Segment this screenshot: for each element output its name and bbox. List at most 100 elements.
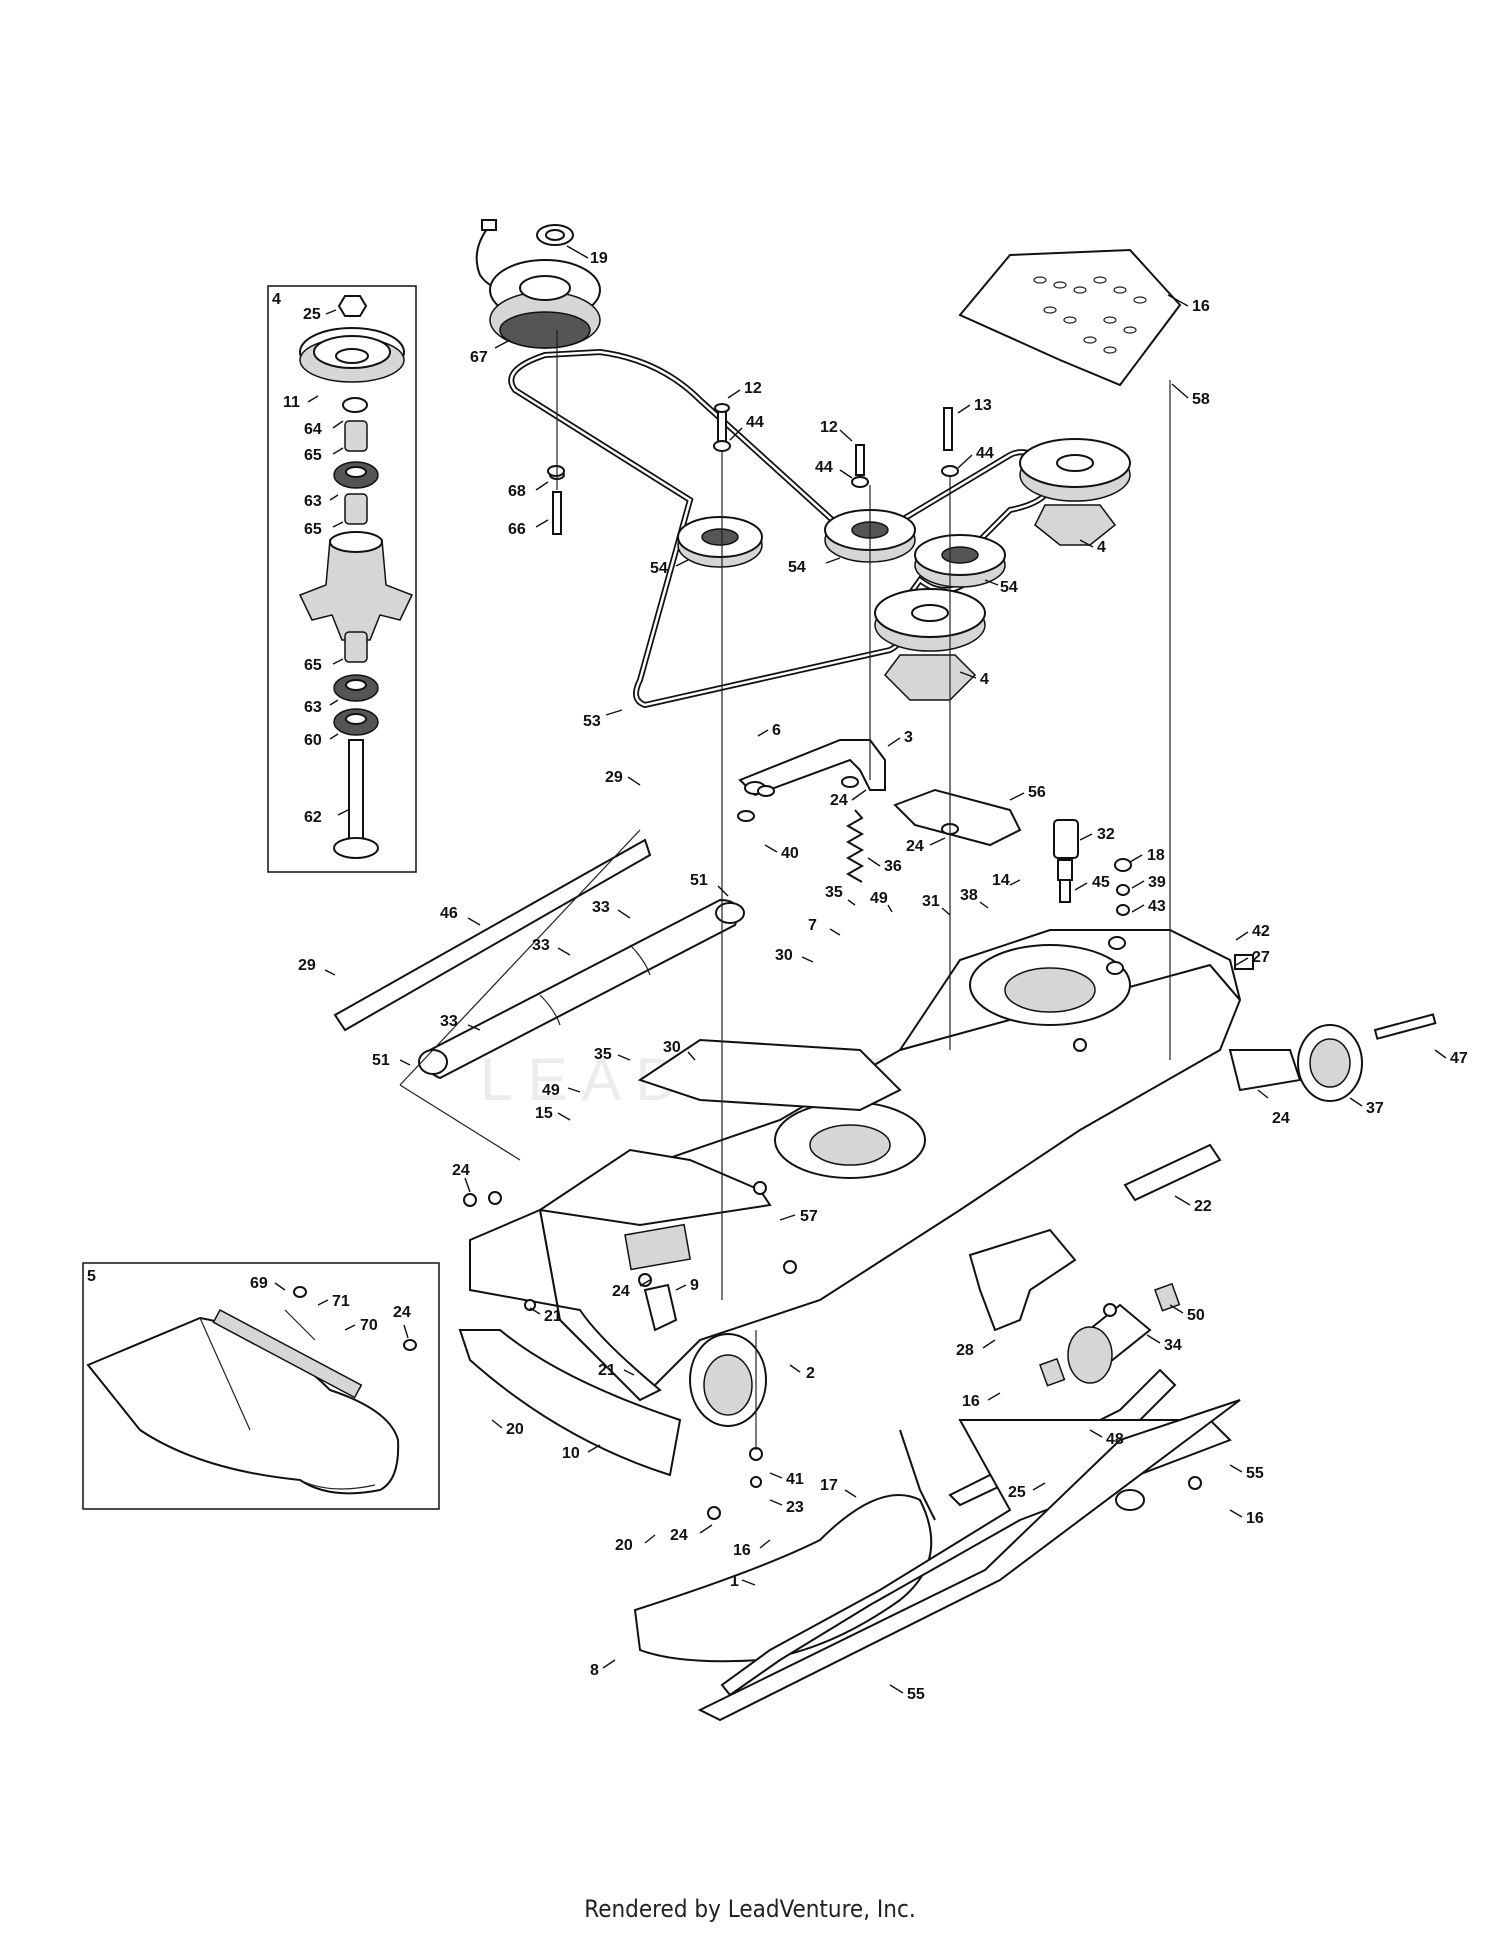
- callout-29b: 29: [298, 957, 316, 974]
- spindle-assembly-right-part: [1019, 438, 1131, 546]
- callout-29: 29: [605, 769, 623, 786]
- callout-31: 31: [922, 893, 940, 910]
- callout-7: 7: [808, 917, 817, 934]
- callout-69: 69: [250, 1275, 268, 1292]
- callout-62: 62: [304, 809, 322, 826]
- idler-pulley-left-part: [677, 516, 763, 568]
- footer-attribution: Rendered by LeadVenture, Inc.: [584, 1895, 916, 1923]
- spindle-shaft-part: [348, 739, 364, 841]
- callout-25: 25: [303, 306, 321, 323]
- callout-24d: 24: [452, 1162, 470, 1179]
- callout-34: 34: [1164, 1337, 1182, 1354]
- callout-54c: 54: [1000, 579, 1018, 596]
- callout-54: 54: [650, 560, 668, 577]
- callout-12: 12: [744, 380, 762, 397]
- callout-41: 41: [786, 1471, 804, 1488]
- callout-25b: 25: [1008, 1484, 1026, 1501]
- callout-42: 42: [1252, 923, 1270, 940]
- callout-24e: 24: [393, 1304, 411, 1321]
- mower-deck-housing-part: [469, 929, 1242, 1402]
- callout-19: 19: [590, 250, 608, 267]
- callout-16d: 16: [1246, 1510, 1264, 1527]
- callout-43: 43: [1148, 898, 1166, 915]
- callout-44b: 44: [815, 459, 833, 476]
- inset-box-4-label: 4: [272, 291, 281, 308]
- callout-6: 6: [772, 722, 781, 739]
- callout-16b: 16: [962, 1393, 980, 1410]
- callout-70: 70: [360, 1317, 378, 1334]
- spindle-housing-part: [298, 539, 414, 641]
- front-baffle-part: [537, 1148, 772, 1271]
- callout-36: 36: [884, 858, 902, 875]
- rear-bracket-part: [968, 1228, 1077, 1332]
- callout-24b: 24: [906, 838, 924, 855]
- idler-pulley-right-part: [914, 534, 1006, 588]
- hardware-fasteners: [463, 440, 1254, 1520]
- callout-11: 11: [283, 394, 300, 411]
- callout-39: 39: [1148, 874, 1166, 891]
- callout-13: 13: [974, 397, 992, 414]
- callout-33b: 33: [532, 937, 550, 954]
- callout-47: 47: [1450, 1050, 1468, 1067]
- callout-40: 40: [781, 845, 799, 862]
- wheel-bolt-part: [1373, 1013, 1437, 1040]
- assembly-guide-lines: [399, 330, 1171, 1450]
- callout-54b: 54: [788, 559, 806, 576]
- callout-68: 68: [508, 483, 526, 500]
- callout-67: 67: [470, 349, 488, 366]
- callout-20b: 20: [615, 1537, 633, 1554]
- callout-48: 48: [1106, 1431, 1124, 1448]
- callout-28: 28: [956, 1342, 974, 1359]
- callout-44c: 44: [976, 445, 994, 462]
- callout-64: 64: [304, 421, 322, 438]
- callout-21b: 21: [598, 1362, 616, 1379]
- callout-18: 18: [1147, 847, 1165, 864]
- chute-hinge-part: [212, 1308, 363, 1399]
- callout-55b: 55: [907, 1686, 925, 1703]
- callout-65: 65: [304, 447, 322, 464]
- callout-55: 55: [1246, 1465, 1264, 1482]
- gauge-wheel-right-part: [1228, 1024, 1363, 1102]
- callout-57: 57: [800, 1208, 818, 1225]
- callout-24: 24: [830, 792, 848, 809]
- rod-part: [333, 838, 652, 1032]
- callout-46: 46: [440, 905, 458, 922]
- washer-part: [342, 397, 368, 413]
- callout-12b: 12: [820, 419, 838, 436]
- callout-3: 3: [904, 729, 913, 746]
- callout-labels: 19 67 16 58 25 11 64 65 63 65 65 63 60 6…: [250, 245, 1468, 1703]
- bracket-part: [643, 1283, 678, 1332]
- callout-1: 1: [730, 1573, 739, 1590]
- spindle-nut-part: [337, 295, 368, 317]
- callout-63: 63: [304, 493, 322, 510]
- baffle-rod-part: [899, 1429, 936, 1521]
- callout-30b: 30: [663, 1039, 681, 1056]
- callout-44: 44: [746, 414, 764, 431]
- callout-65b: 65: [304, 521, 322, 538]
- callout-4: 4: [1097, 539, 1106, 556]
- inset-box-5-discharge-chute: 5: [82, 1262, 440, 1510]
- trim-strip-part: [720, 1419, 1232, 1697]
- callout-35b: 35: [594, 1046, 612, 1063]
- discharge-chute-part: [86, 1316, 400, 1495]
- callout-20: 20: [506, 1421, 524, 1438]
- callout-24c: 24: [1272, 1110, 1290, 1127]
- callout-53: 53: [583, 713, 601, 730]
- callout-37: 37: [1366, 1100, 1384, 1117]
- callout-32: 32: [1097, 826, 1115, 843]
- callout-38: 38: [960, 887, 978, 904]
- callout-56: 56: [1028, 784, 1046, 801]
- callout-49: 49: [870, 890, 888, 907]
- callout-24g: 24: [670, 1527, 688, 1544]
- callout-51b: 51: [372, 1052, 390, 1069]
- callout-16: 16: [1192, 298, 1210, 315]
- spacer-part: [344, 420, 368, 452]
- callout-65c: 65: [304, 657, 322, 674]
- idler-spring-part: [845, 809, 865, 883]
- callout-71: 71: [332, 1293, 350, 1310]
- callout-17: 17: [820, 1477, 838, 1494]
- side-baffle-part: [458, 1329, 682, 1477]
- callout-10: 10: [562, 1445, 580, 1462]
- inset-box-4-spindle-assembly: 4: [267, 285, 417, 873]
